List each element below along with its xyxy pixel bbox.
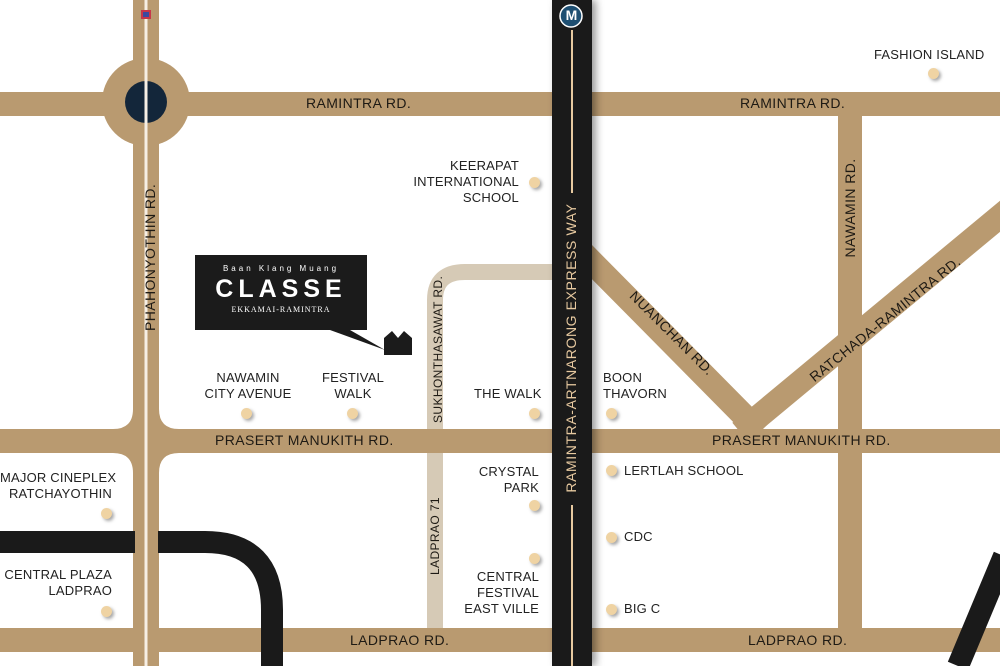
road-label-prasert-left: PRASERT MANUKITH RD. xyxy=(215,432,394,448)
nuanchan-road xyxy=(571,241,769,441)
poi-marker-boon-thavorn[interactable] xyxy=(606,408,617,419)
nawamin-road xyxy=(838,104,862,644)
sukhonthasawat-road xyxy=(427,264,560,640)
metro-icon: M xyxy=(565,7,578,23)
road-label-ramintra-right: RAMINTRA RD. xyxy=(740,95,846,111)
poi-marker-central-festival[interactable] xyxy=(529,553,540,564)
poi-label-big-c: BIG C xyxy=(624,601,661,616)
road-label-nawamin: NAWAMIN RD. xyxy=(842,158,858,258)
road-label-ladprao71: LADPRAO 71 xyxy=(428,496,442,576)
brand-tagline: Baan Klang Muang xyxy=(222,264,340,273)
poi-label-festival-walk: FESTIVAL WALK xyxy=(321,370,385,401)
project-brand-callout[interactable]: Baan Klang Muang CLASSE EKKAMAI-RAMINTRA xyxy=(195,255,367,330)
poi-label-nawamin-city: NAWAMIN CITY AVENUE xyxy=(204,370,292,401)
road-label-ladprao-right: LADPRAO RD. xyxy=(748,632,848,648)
road-label-prasert-right: PRASERT MANUKITH RD. xyxy=(712,432,891,448)
poi-marker-big-c[interactable] xyxy=(606,604,617,615)
poi-label-central-festival: CENTRAL FESTIVAL EAST VILLE xyxy=(464,569,539,616)
poi-marker-festival-walk[interactable] xyxy=(347,408,358,419)
poi-label-fashion-island: FASHION ISLAND xyxy=(874,47,985,62)
poi-label-cdc: CDC xyxy=(624,529,653,544)
rail-line-right xyxy=(947,551,1000,666)
road-label-sukhonthasawat: SUKHONTHASAWAT RD. xyxy=(431,275,445,423)
callout-pointer xyxy=(330,330,385,350)
poi-marker-crystal-park[interactable] xyxy=(529,500,540,511)
poi-marker-the-walk[interactable] xyxy=(529,408,540,419)
road-label-ladprao-left: LADPRAO RD. xyxy=(350,632,450,648)
poi-label-central-plaza: CENTRAL PLAZA LADPRAO xyxy=(4,567,112,598)
poi-label-keerapat: KEERAPAT INTERNATIONAL SCHOOL xyxy=(413,158,519,205)
poi-marker-fashion-island[interactable] xyxy=(928,68,939,79)
brand-subtitle: EKKAMAI-RAMINTRA xyxy=(231,305,331,314)
road-label-phahonyothin: PHAHONYOTHIN RD. xyxy=(142,183,158,331)
poi-marker-keerapat[interactable] xyxy=(529,177,540,188)
brand-name: CLASSE xyxy=(215,275,347,303)
poi-label-boon-thavorn: BOON THAVORN xyxy=(603,370,667,401)
ratchada-ramintra-road xyxy=(732,200,1000,442)
road-label-ramintra-left: RAMINTRA RD. xyxy=(306,95,412,111)
poi-marker-major-cineplex[interactable] xyxy=(101,508,112,519)
project-marker-icon xyxy=(384,331,412,355)
poi-label-major-cineplex: MAJOR CINEPLEX RATCHAYOTHIN xyxy=(0,470,117,501)
road-label-expressway: RAMINTRA-ARTNARONG EXPRESS WAY xyxy=(563,203,579,493)
poi-label-the-walk: THE WALK xyxy=(474,386,542,401)
poi-label-crystal-park: CRYSTAL PARK xyxy=(478,464,539,495)
flag-icon xyxy=(141,10,151,19)
poi-label-lertlah: LERTLAH SCHOOL xyxy=(624,463,744,478)
poi-marker-lertlah[interactable] xyxy=(606,465,617,476)
rail-line-curve xyxy=(158,531,283,666)
poi-marker-cdc[interactable] xyxy=(606,532,617,543)
poi-marker-central-plaza[interactable] xyxy=(101,606,112,617)
ladprao-road xyxy=(0,628,1000,652)
metro-badge xyxy=(559,4,583,28)
poi-marker-nawamin-city[interactable] xyxy=(241,408,252,419)
prasert-manukith-road xyxy=(0,429,1000,453)
